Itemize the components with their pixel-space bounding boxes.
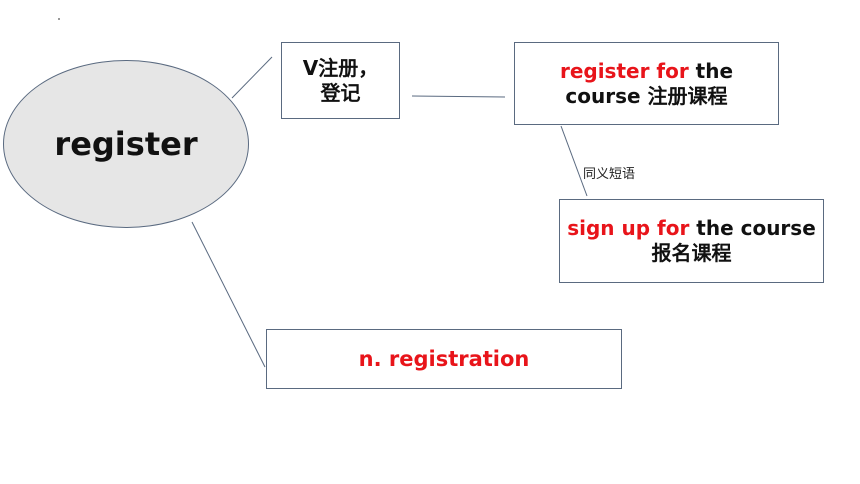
phrase-highlight: register for	[559, 58, 689, 83]
center-word: register	[54, 125, 198, 163]
phrase-line-1: register for the	[560, 59, 733, 84]
synonym-line-1: sign up for the course	[567, 216, 816, 241]
verb-line-2: 登记	[320, 80, 361, 105]
decorative-dot	[58, 18, 60, 20]
center-node: register	[3, 60, 249, 228]
phrase-box: register for the course 注册课程	[514, 42, 779, 125]
line-phrase-to-synonym	[560, 125, 588, 197]
line-center-to-verb	[231, 56, 273, 99]
synonym-line-2: 报名课程	[651, 241, 732, 265]
synonym-highlight: sign up for	[567, 216, 690, 240]
phrase-line-1-rest: the	[688, 58, 734, 83]
verb-meaning-box: V注册， 登记	[281, 42, 400, 119]
synonym-line-1-rest: the course	[689, 216, 816, 240]
synonym-label: 同义短语	[583, 167, 636, 182]
noun-form-box: n. registration	[266, 329, 622, 389]
line-center-to-noun	[191, 221, 266, 368]
verb-line-1: V注册，	[302, 55, 379, 80]
line-verb-to-phrase	[411, 95, 506, 98]
noun-form-text: n. registration	[358, 346, 530, 371]
phrase-line-2: course 注册课程	[565, 83, 728, 108]
synonym-box: sign up for the course 报名课程	[559, 199, 824, 283]
